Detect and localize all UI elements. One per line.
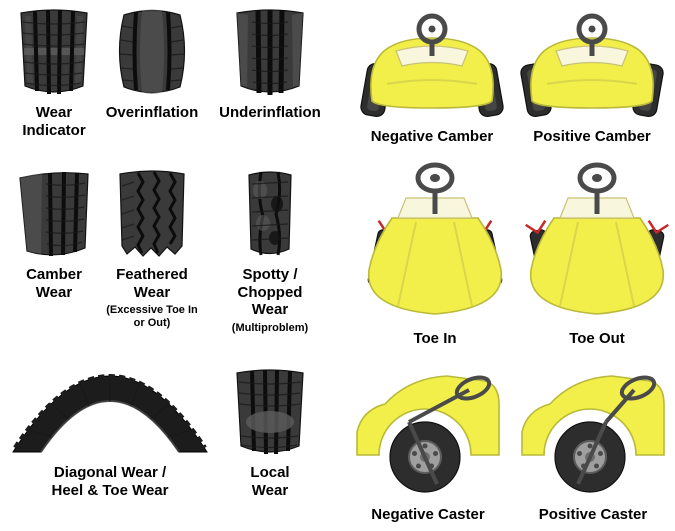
figure-wear-indicator: Wear Indicator — [2, 6, 106, 139]
overinflation-tire-illustration — [118, 9, 186, 94]
toe-direction-marker — [525, 220, 547, 235]
toe-direction-marker — [647, 220, 669, 235]
car-hood — [367, 217, 503, 315]
figure-negative-caster: Negative Caster — [352, 360, 504, 524]
feathered-wear-tire-illustration — [119, 170, 185, 257]
steering-axis — [576, 421, 608, 485]
steering-wheel-icon — [415, 162, 455, 194]
cockpit — [395, 45, 469, 67]
positive-camber-car-illustration — [520, 13, 664, 118]
car-hood — [529, 217, 665, 315]
toe-out-car-illustration — [525, 162, 669, 315]
label-toe-out: Toe Out — [569, 330, 625, 347]
side-wear-band — [20, 174, 42, 254]
figure-positive-caster: Positive Caster — [517, 360, 669, 524]
negative-camber-car-illustration — [360, 13, 504, 118]
label-diagonal-wear: Diagonal Wear / Heel & Toe Wear — [51, 464, 169, 499]
steering-wheel-icon — [416, 13, 448, 45]
center-wear-band — [140, 9, 164, 94]
label-positive-camber: Positive Camber — [533, 128, 651, 145]
car-fender — [356, 375, 500, 456]
label-overinflation: Overinflation — [105, 104, 199, 121]
figure-diagonal-wear: Diagonal Wear / Heel & Toe Wear — [2, 366, 218, 499]
label-camber-wear: Camber Wear — [26, 266, 82, 301]
figure-positive-camber: Positive Camber — [516, 4, 668, 146]
wear-spot — [269, 231, 281, 245]
negative-caster-car-illustration — [356, 375, 500, 493]
label-positive-caster: Positive Caster — [538, 506, 648, 523]
label-spotty-chopped-wear: Spotty / Chopped Wear — [237, 266, 303, 319]
sublabel-feathered-wear: (Excessive Toe In or Out) — [106, 304, 198, 330]
underinflation-tire-illustration — [236, 9, 304, 95]
figure-local-wear: Local Wear — [222, 366, 318, 499]
label-wear-indicator: Wear Indicator — [22, 104, 86, 139]
label-negative-caster: Negative Caster — [371, 506, 485, 523]
label-feathered-wear: Feathered Wear — [116, 266, 188, 301]
cockpit — [555, 45, 629, 67]
figure-camber-wear: Camber Wear — [2, 168, 106, 301]
figure-overinflation: Overinflation — [100, 6, 204, 122]
figure-toe-out: Toe Out — [522, 156, 672, 348]
steering-axis — [407, 421, 439, 485]
steering-wheel-icon — [577, 162, 617, 194]
camber-wear-tire-illustration — [19, 171, 89, 257]
figure-underinflation: Underinflation — [212, 6, 328, 122]
toe-in-car-illustration — [367, 162, 503, 315]
wear-spot — [271, 196, 283, 212]
edge-wear-band — [292, 13, 303, 87]
local-wear-spot — [246, 411, 294, 433]
steering-column — [604, 388, 636, 424]
figure-toe-in: Toe In — [360, 156, 510, 348]
figure-negative-camber: Negative Camber — [356, 4, 508, 146]
label-negative-camber: Negative Camber — [370, 128, 494, 145]
wear-indicator-bar — [24, 48, 84, 55]
label-toe-in: Toe In — [413, 330, 457, 347]
spotty-chopped-wear-tire-illustration — [248, 171, 292, 256]
steering-wheel-icon — [619, 375, 657, 401]
label-local-wear: Local Wear — [250, 464, 290, 499]
sublabel-spotty-chopped-wear: (Multiproblem) — [231, 322, 309, 335]
local-wear-tire-illustration — [236, 369, 304, 455]
diagonal-wear-tire-illustration — [12, 374, 208, 453]
positive-caster-car-illustration — [521, 375, 665, 493]
steering-wheel-icon — [454, 375, 492, 401]
wear-spot — [256, 215, 270, 231]
wear-spot — [253, 181, 267, 199]
figure-feathered-wear: Feathered Wear (Excessive Toe In or Out) — [100, 168, 204, 330]
wear-indicator-tire-illustration — [20, 9, 88, 95]
label-underinflation: Underinflation — [219, 104, 321, 121]
edge-wear-band — [237, 13, 248, 87]
steering-wheel-icon — [576, 13, 608, 45]
figure-spotty-chopped-wear: Spotty / Chopped Wear (Multiproblem) — [212, 168, 328, 335]
